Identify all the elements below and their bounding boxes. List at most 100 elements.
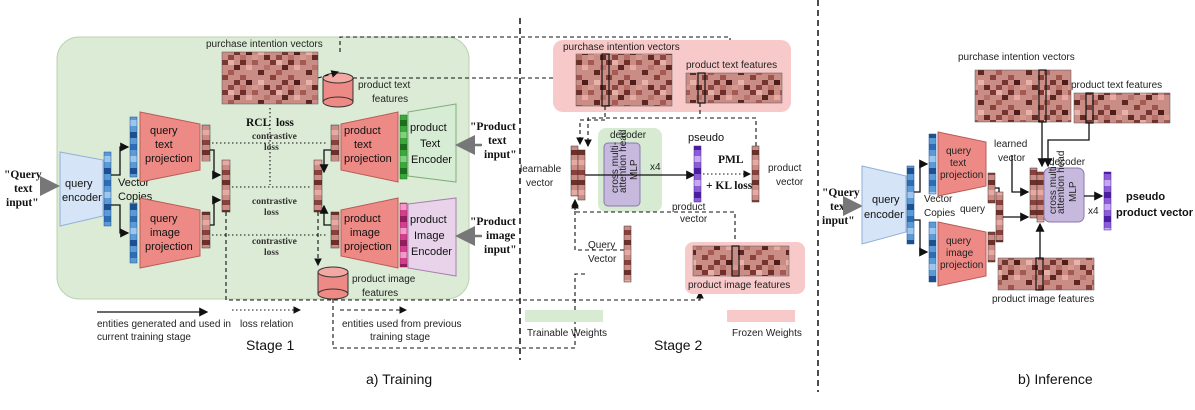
product-vector-right-l1: product bbox=[768, 163, 802, 174]
product-image-projection-l1: product bbox=[344, 213, 381, 225]
purchase-intention-matrix-s1 bbox=[221, 51, 319, 105]
copy-arrow-bottom bbox=[111, 204, 130, 238]
inf-qtp-l2: text bbox=[950, 158, 966, 169]
contrastive-loss-top-l1: contrastive bbox=[252, 132, 297, 142]
query-text-projection-l1: query bbox=[150, 125, 178, 137]
legend-trainable: Trainable Weights bbox=[527, 328, 607, 339]
piv-to-decoder bbox=[576, 106, 606, 146]
imgdb-to-s2 bbox=[332, 273, 588, 349]
product-text-features-l2-s1: features bbox=[372, 94, 408, 105]
query-to-decoder bbox=[571, 200, 624, 251]
learnable-vector-bar bbox=[570, 145, 579, 197]
inf-learned-to-decoder bbox=[1011, 155, 1030, 197]
inf-pseudo-l1: pseudo bbox=[1126, 191, 1165, 203]
legend-frozen: Frozen Weights bbox=[732, 328, 802, 339]
ptf-highlight-s2 bbox=[697, 72, 706, 104]
purchase-intention-label-s1: purchase intention vectors bbox=[206, 39, 323, 50]
query-encoder-label-line1: query bbox=[65, 178, 93, 190]
contrastive-loss-bot-l2: loss bbox=[264, 248, 279, 258]
product-image-encoder-l3: Encoder bbox=[411, 246, 452, 258]
inf-times4: x4 bbox=[1088, 206, 1099, 217]
decoder-label-s2: decoder bbox=[610, 130, 647, 141]
inf-qip-l3: projection bbox=[940, 260, 983, 271]
inf-mlp: MLP bbox=[1068, 181, 1079, 202]
product-text-features-l1-s1: product text bbox=[358, 80, 410, 91]
query-vector-l1: Query bbox=[588, 240, 615, 251]
product-image-features-s2: product image features bbox=[688, 280, 790, 291]
qt-to-combined bbox=[210, 149, 222, 180]
product-image-features-l2-s1: features bbox=[362, 288, 398, 299]
product-vector-bar-s2 bbox=[751, 145, 760, 203]
inf-query-image-projection bbox=[937, 221, 987, 287]
inf-query-text-projection bbox=[937, 131, 987, 197]
pt-to-combined bbox=[319, 149, 331, 174]
product-image-projection-l2: image bbox=[350, 227, 380, 239]
legend-frozen-swatch bbox=[727, 310, 795, 322]
legend-entities-current-l2: current training stage bbox=[97, 332, 191, 343]
inf-product-image-features: product image features bbox=[992, 294, 1094, 305]
product-text-features-s2: product text features bbox=[686, 60, 777, 71]
purchase-intention-matrix-s2 bbox=[575, 53, 673, 107]
product-image-encoder-l1: product bbox=[410, 214, 447, 226]
inf-cross-attention-l2: attention head bbox=[1056, 151, 1067, 214]
query-vector-l2: Vector bbox=[588, 254, 617, 265]
query-text-projection-l2: text bbox=[155, 139, 173, 151]
inference-caption: b) Inference bbox=[1018, 371, 1093, 387]
inf-copy-arrow-top bbox=[914, 159, 929, 193]
product-image-matrix-s2 bbox=[692, 245, 790, 277]
copy-arrow-top bbox=[111, 142, 130, 176]
inf-query-combined bbox=[995, 191, 1004, 243]
inf-query-label: query bbox=[960, 204, 985, 215]
inf-qi-vector bbox=[987, 231, 996, 263]
legend-entities-previous-l1: entities used from previous bbox=[342, 319, 462, 330]
product-text-matrix-s2 bbox=[685, 72, 783, 104]
stage2-label: Stage 2 bbox=[654, 337, 702, 353]
pi-to-ptf bbox=[317, 70, 340, 79]
product-image-features-l1-s1: product image bbox=[352, 274, 416, 285]
product-image-projection-l3: projection bbox=[344, 241, 392, 253]
contrastive-loss-bot-l1: contrastive bbox=[252, 237, 297, 247]
query-to-s2 bbox=[225, 212, 704, 301]
product-text-encoder-l3: Encoder bbox=[411, 154, 452, 166]
inf-decoder-inner bbox=[1043, 167, 1085, 223]
product-vector-right-l2: vector bbox=[776, 177, 804, 188]
product-text-projection-l2: text bbox=[354, 139, 372, 151]
inf-vector-copies-l1: Vector bbox=[924, 194, 953, 205]
product-image-vector bbox=[330, 211, 340, 249]
inf-qip-l1: query bbox=[946, 236, 971, 247]
product-combined-vector bbox=[313, 159, 323, 213]
vector-copy-bottom bbox=[129, 202, 138, 264]
product-vec-link bbox=[705, 117, 757, 146]
query-embedding-bar bbox=[103, 151, 112, 227]
query-image-projection-l1: query bbox=[150, 213, 178, 225]
inf-copy-arrow-bottom bbox=[914, 219, 929, 257]
pi-to-combined bbox=[319, 204, 331, 226]
mlp-s2: MLP bbox=[629, 159, 640, 180]
learnable-vector-l2: vector bbox=[526, 178, 554, 189]
inf-purchase-intention-label: purchase intention vectors bbox=[958, 52, 1075, 63]
inf-learned-vector-l1: learned bbox=[994, 139, 1027, 150]
query-image-projection bbox=[139, 197, 201, 269]
product-text-projection-l1: product bbox=[344, 125, 381, 137]
product-text-encoder-l2: Text bbox=[420, 138, 440, 150]
inf-ptf-to-decoder bbox=[1043, 123, 1090, 168]
ptf-to-decoder bbox=[584, 103, 701, 148]
product-text-enc-bar bbox=[399, 114, 408, 180]
inf-query-encoder bbox=[861, 165, 907, 245]
inf-vector-copies-l2: Copies bbox=[924, 208, 955, 219]
product-image-projection bbox=[340, 197, 399, 269]
inf-decoder-label: decoder bbox=[1049, 157, 1086, 168]
rcl-loss-label: RCL bbox=[246, 117, 271, 129]
query-image-projection-l3: projection bbox=[145, 241, 193, 253]
inf-learned-bar2 bbox=[1036, 171, 1045, 223]
product-vector-mid-l2: vector bbox=[680, 214, 708, 225]
inf-purchase-intention-matrix bbox=[974, 69, 1072, 123]
query-text-projection-l3: projection bbox=[145, 153, 193, 165]
inf-cross-attention-l1: cross multi- bbox=[1048, 163, 1059, 214]
query-encoder bbox=[59, 151, 104, 227]
inf-product-image-matrix bbox=[997, 257, 1095, 291]
contrastive-loss-top-l2: loss bbox=[264, 143, 279, 153]
